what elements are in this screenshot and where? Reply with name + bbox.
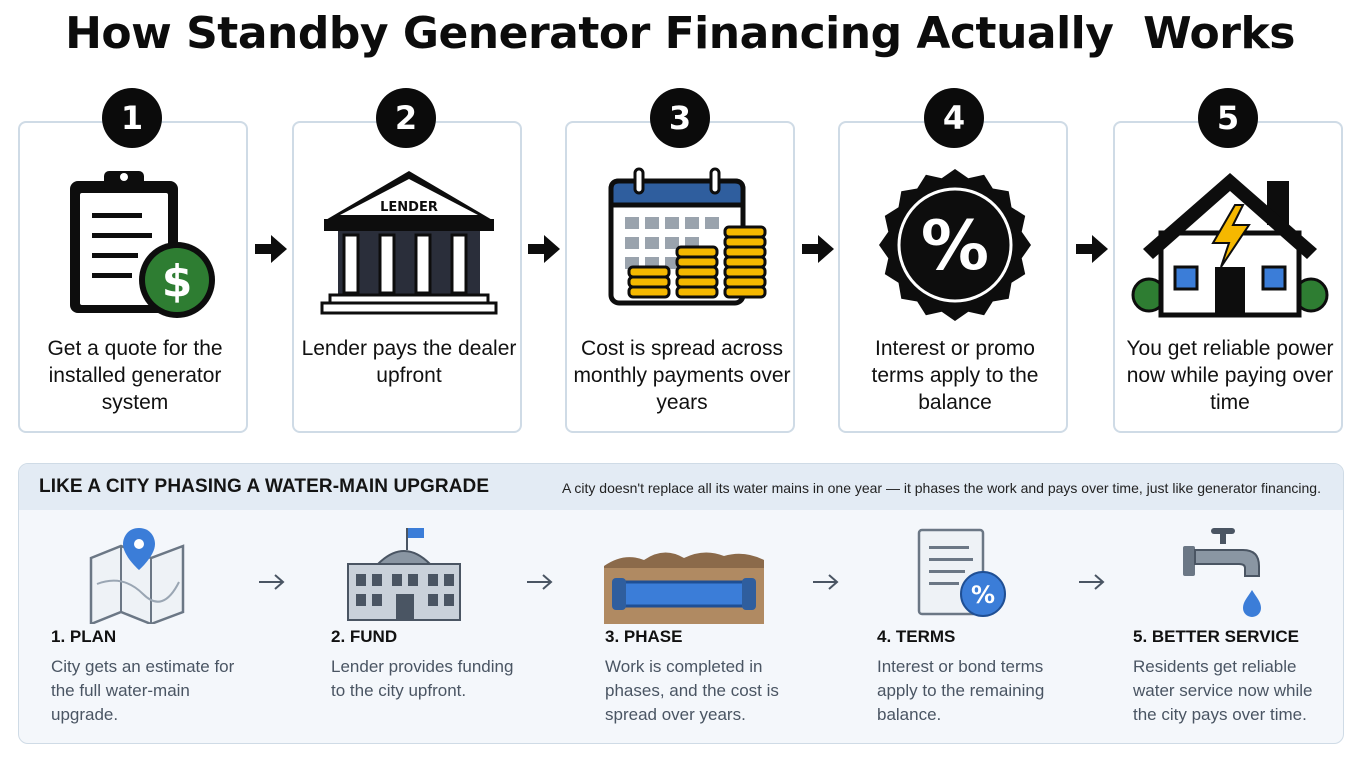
step-card-5: You get reliable power now while paying … [1113, 121, 1343, 433]
analogy-item-title-2: 2. FUND [331, 627, 398, 646]
faucet-icon [1183, 528, 1261, 617]
svg-text:%: % [921, 207, 989, 286]
step-number-4: 4 [924, 88, 984, 148]
svg-text:%: % [971, 581, 995, 609]
analogy-title: LIKE A CITY PHASING A WATER-MAIN UPGRADE [39, 476, 490, 497]
document-percent-icon: % [917, 528, 1006, 617]
arrow-right-icon [527, 574, 553, 590]
step-text-3: Cost is spread across monthly payments o… [573, 337, 791, 414]
step-text-5: You get reliable power now while paying … [1126, 337, 1334, 414]
svg-text:$: $ [162, 256, 193, 307]
step-card-3: Cost is spread across monthly payments o… [565, 121, 795, 433]
step-card-2: LENDER Lender pays the dealer upfront [292, 121, 522, 433]
percent-badge-icon: % [879, 169, 1031, 321]
analogy-item-title-4: 4. TERMS [877, 627, 956, 646]
page-title: How Standby Generator Financing Actually… [65, 8, 1295, 59]
house-power-icon [1131, 173, 1329, 318]
arrow-right-icon [259, 574, 285, 590]
map-pin-icon [89, 528, 185, 624]
bank-icon: LENDER [320, 171, 498, 315]
step-number-2: 2 [376, 88, 436, 148]
step-number-1: 1 [102, 88, 162, 148]
arrow-right-icon [813, 574, 839, 590]
step-card-1: $ Get a quote for the installed generato… [18, 121, 248, 433]
analogy-header: LIKE A CITY PHASING A WATER-MAIN UPGRADE… [19, 464, 1343, 510]
arrow-right-icon [528, 235, 560, 263]
arrow-right-icon [1076, 235, 1108, 263]
bank-label: LENDER [380, 200, 438, 215]
analogy-item-text-1: City gets an estimate for the full water… [51, 657, 235, 724]
calendar-coins-icon [608, 167, 767, 306]
analogy-item-title-3: 3. PHASE [605, 627, 683, 646]
step-text-2: Lender pays the dealer upfront [301, 337, 517, 387]
clipboard-dollar-icon: $ [70, 171, 215, 318]
analogy-item-text-3: Work is completed in phases, and the cos… [605, 657, 779, 724]
pipe-icon [604, 552, 764, 624]
arrow-right-icon [1079, 574, 1105, 590]
arrow-right-icon [255, 235, 287, 263]
arrow-right-icon [802, 235, 834, 263]
analogy-item-title-5: 5. BETTER SERVICE [1133, 627, 1299, 646]
step-text-1: Get a quote for the installed generator … [47, 337, 223, 414]
step-number-5: 5 [1198, 88, 1258, 148]
city-hall-icon [347, 528, 461, 621]
step-card-4: % Interest or promo terms apply to the b… [838, 121, 1068, 433]
analogy-item-text-4: Interest or bond terms apply to the rema… [877, 657, 1045, 724]
analogy-item-title-1: 1. PLAN [51, 627, 117, 646]
analogy-panel: LIKE A CITY PHASING A WATER-MAIN UPGRADE… [18, 463, 1344, 744]
analogy-item-text-2: Lender provides funding to the city upfr… [331, 657, 514, 700]
analogy-item-text-5: Residents get reliable water service now… [1133, 657, 1313, 724]
step-number-3: 3 [650, 88, 710, 148]
step-text-4: Interest or promo terms apply to the bal… [871, 337, 1039, 414]
analogy-description: A city doesn't replace all its water mai… [561, 480, 1321, 496]
